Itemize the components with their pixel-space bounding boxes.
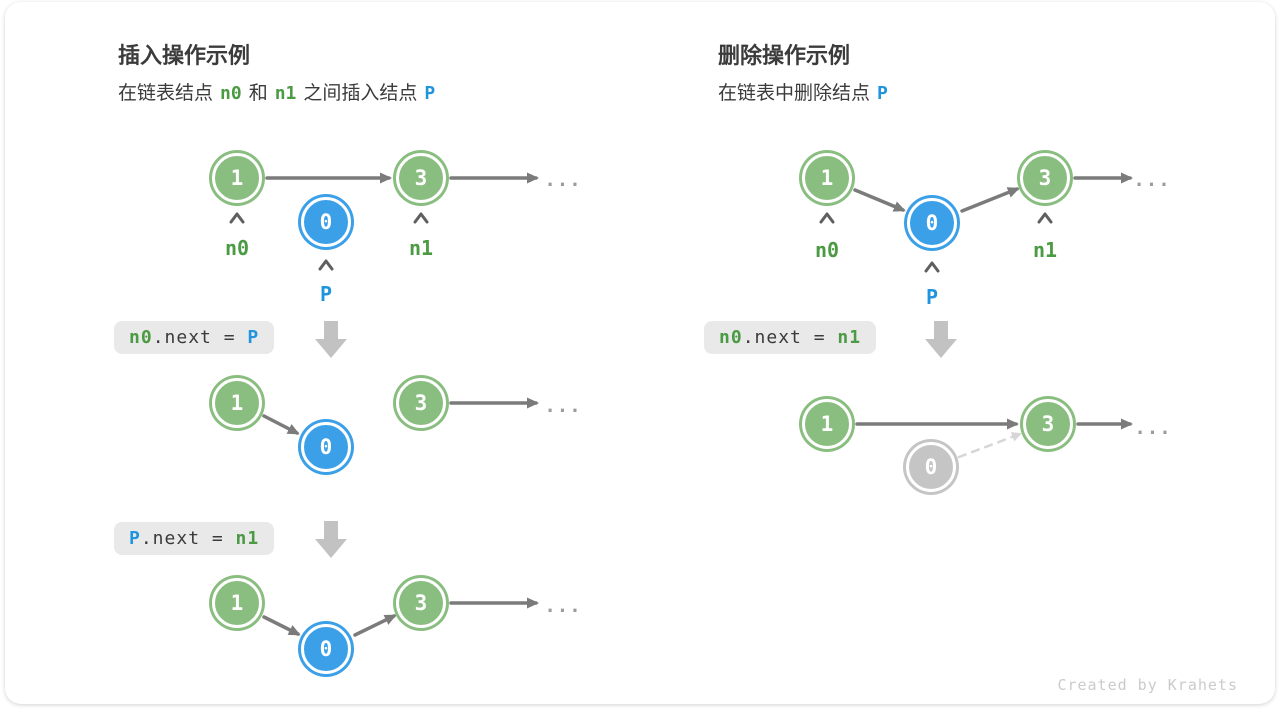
list-node-p: 0	[907, 198, 957, 248]
code-lhs: P	[129, 528, 141, 549]
removed-node: 0	[906, 442, 956, 492]
pointer-up-icon	[1037, 212, 1053, 224]
ellipsis: ...	[544, 169, 582, 191]
insert-subtitle-text: 和	[248, 83, 268, 104]
insert-subtitle-n0: n0	[220, 83, 242, 104]
insert-subtitle-p: P	[424, 83, 436, 104]
pointer-up-icon	[924, 261, 940, 273]
next-pointer-arrow	[960, 187, 1020, 213]
step-down-arrow-icon	[925, 321, 957, 358]
code-rhs: n1	[235, 528, 260, 549]
label-n0: n0	[814, 238, 840, 262]
pointer-up-icon	[318, 259, 334, 271]
delete-subtitle-text: 在链表中删除结点	[718, 83, 871, 104]
code-lhs: n0	[129, 327, 153, 348]
list-node: 3	[396, 578, 446, 628]
label-n0: n0	[224, 236, 250, 260]
delete-subtitle-p: P	[877, 83, 888, 104]
code-statement: n0.next = P	[114, 321, 275, 354]
list-node-p: 0	[301, 624, 351, 674]
pointer-up-icon	[413, 212, 429, 224]
next-pointer-arrow	[853, 188, 906, 212]
code-statement: P.next = n1	[114, 522, 275, 555]
code-rhs: n1	[837, 327, 862, 348]
next-pointer-arrow	[262, 615, 301, 636]
list-node: 3	[1023, 399, 1073, 449]
insert-title: 插入操作示例	[118, 43, 251, 68]
pointer-up-icon	[229, 212, 245, 224]
list-node: 1	[212, 153, 262, 203]
pointer-up-icon	[819, 212, 835, 224]
label-n1: n1	[408, 236, 434, 260]
insert-subtitle-text: 在链表结点	[118, 83, 214, 104]
code-lhs: n0	[719, 327, 743, 348]
list-node: 3	[396, 153, 446, 203]
code-mid: .next =	[742, 327, 838, 348]
delete-subtitle: 在链表中删除结点 P	[718, 78, 895, 105]
list-node: 1	[212, 378, 262, 428]
code-mid: .next =	[140, 528, 236, 549]
insert-subtitle-text: 之间插入结点	[303, 83, 418, 104]
step-down-arrow-icon	[315, 521, 347, 558]
removed-pointer-dashed-arrow	[957, 432, 1022, 459]
label-p: P	[925, 285, 939, 309]
code-mid: .next =	[152, 327, 248, 348]
list-node: 1	[802, 399, 852, 449]
list-node-p: 0	[301, 197, 351, 247]
ellipsis: ...	[1134, 417, 1172, 439]
list-node-p: 0	[301, 422, 351, 472]
code-rhs: P	[247, 327, 260, 348]
label-n1: n1	[1032, 238, 1058, 262]
label-p: P	[319, 282, 333, 306]
next-pointer-arrow	[353, 614, 397, 637]
insert-subtitle-n1: n1	[274, 83, 297, 104]
ellipsis: ...	[544, 395, 582, 417]
step-down-arrow-icon	[315, 321, 347, 358]
code-statement: n0.next = n1	[704, 321, 877, 354]
list-node: 3	[1020, 153, 1070, 203]
credit-text: Created by Krahets	[1057, 676, 1238, 694]
list-node: 1	[802, 153, 852, 203]
insert-subtitle: 在链表结点 n0 和 n1 之间插入结点 P	[118, 78, 442, 105]
list-node: 3	[396, 378, 446, 428]
next-pointer-arrow	[262, 414, 300, 435]
delete-title: 删除操作示例	[718, 43, 851, 68]
ellipsis: ...	[1133, 169, 1171, 191]
list-node: 1	[212, 578, 262, 628]
ellipsis: ...	[544, 595, 582, 617]
